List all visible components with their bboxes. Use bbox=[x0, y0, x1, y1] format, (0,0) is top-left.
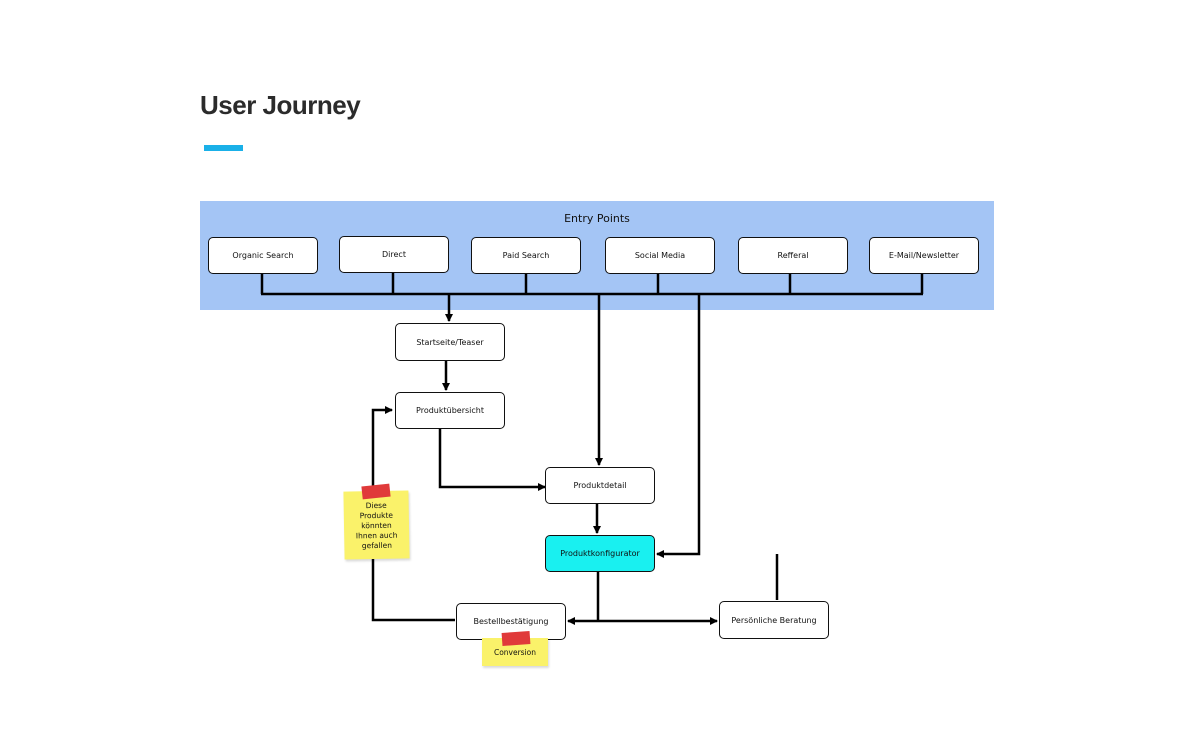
entry-points-banner bbox=[200, 201, 994, 310]
node-produktuebersicht: Produktübersicht bbox=[395, 392, 505, 429]
entry-organic-search: Organic Search bbox=[208, 237, 318, 274]
entry-points-label: Entry Points bbox=[564, 212, 630, 225]
arrow-bus-to-konfigurator bbox=[656, 294, 701, 558]
node-startseite: Startseite/Teaser bbox=[395, 323, 505, 361]
arrow-uebersicht-to-detail bbox=[438, 429, 546, 491]
node-bestellbestaetigung: Bestellbestätigung bbox=[456, 603, 566, 640]
node-beratung: Persönliche Beratung bbox=[719, 601, 829, 639]
entry-refferal: Refferal bbox=[738, 237, 848, 274]
entry-email-newsletter: E-Mail/Newsletter bbox=[869, 237, 979, 274]
node-produktdetail: Produktdetail bbox=[545, 467, 655, 504]
entry-direct: Direct bbox=[339, 236, 449, 273]
tape-strip bbox=[501, 631, 531, 646]
title-accent-bar bbox=[204, 145, 243, 151]
sticky-note-recommend: Diese Produkte könnten Ihnen auch gefall… bbox=[343, 490, 410, 560]
sticky-note-conversion-text: Conversion bbox=[493, 648, 537, 657]
entry-social-media: Social Media bbox=[605, 237, 715, 274]
sticky-note-recommend-text: Diese Produkte könnten Ihnen auch gefall… bbox=[355, 500, 398, 551]
node-produktkonfigurator: Produktkonfigurator bbox=[545, 535, 655, 572]
entry-paid-search: Paid Search bbox=[471, 237, 581, 274]
page-title: User Journey bbox=[200, 90, 361, 120]
